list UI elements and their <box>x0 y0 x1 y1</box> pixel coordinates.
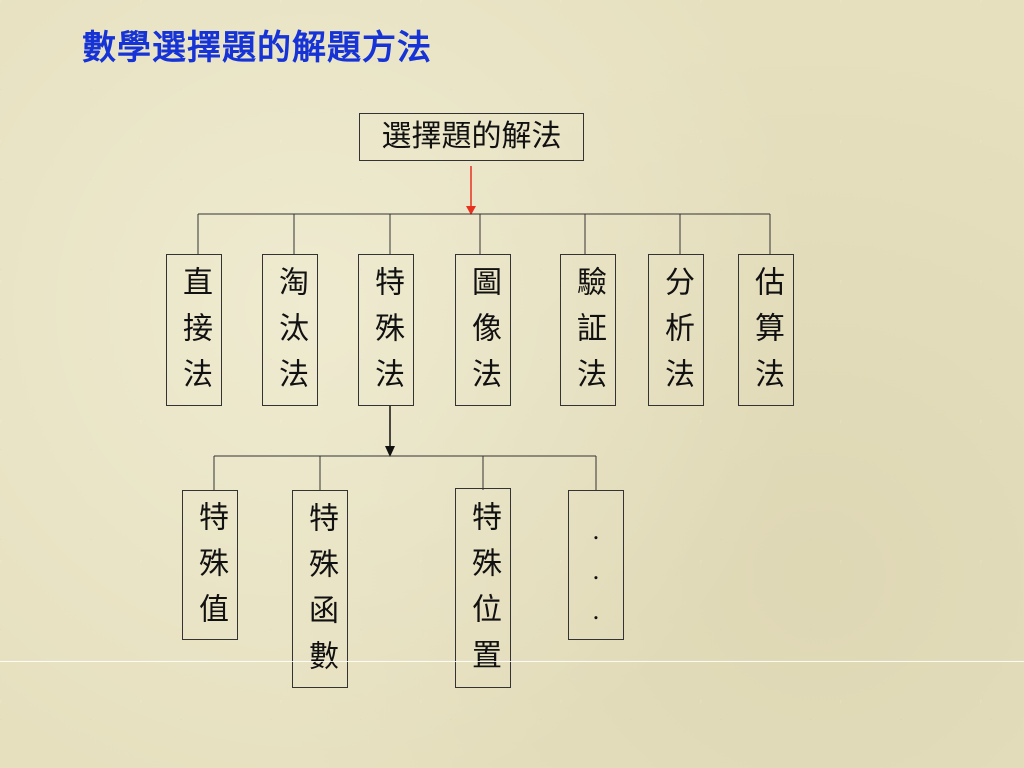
method-node-special: 特殊法 <box>358 254 414 406</box>
special-arrow-head <box>385 446 395 457</box>
page-title: 數學選擇題的解題方法 <box>82 28 432 68</box>
method-node-graph: 圖像法 <box>455 254 511 406</box>
method-label: 估算法 <box>749 266 784 404</box>
ellipsis-node: . . . <box>568 490 624 640</box>
divider-line <box>0 661 1024 662</box>
root-arrow-head <box>466 206 476 215</box>
method-label: 分析法 <box>659 266 694 404</box>
method-label: 淘汰法 <box>273 266 308 404</box>
special-label: 特殊位置 <box>466 501 501 685</box>
special-node-position: 特殊位置 <box>455 488 511 688</box>
method-label: 直接法 <box>177 266 212 404</box>
method-node-estimate: 估算法 <box>738 254 794 406</box>
method-node-direct: 直接法 <box>166 254 222 406</box>
method-label: 特殊法 <box>369 266 404 404</box>
method-label: 圖像法 <box>466 266 501 404</box>
special-node-value: 特殊值 <box>182 490 238 640</box>
method-label: 驗証法 <box>571 266 606 404</box>
method-node-eliminate: 淘汰法 <box>262 254 318 406</box>
method-node-analyze: 分析法 <box>648 254 704 406</box>
method-node-verify: 驗証法 <box>560 254 616 406</box>
special-node-function: 特殊函數 <box>292 490 348 688</box>
root-node: 選擇題的解法 <box>359 113 584 161</box>
special-label: 特殊值 <box>193 501 228 639</box>
ellipsis-dot: . <box>592 557 600 585</box>
ellipsis-dot: . <box>592 517 600 545</box>
special-label: 特殊函數 <box>303 502 338 686</box>
ellipsis-dot: . <box>592 597 600 625</box>
